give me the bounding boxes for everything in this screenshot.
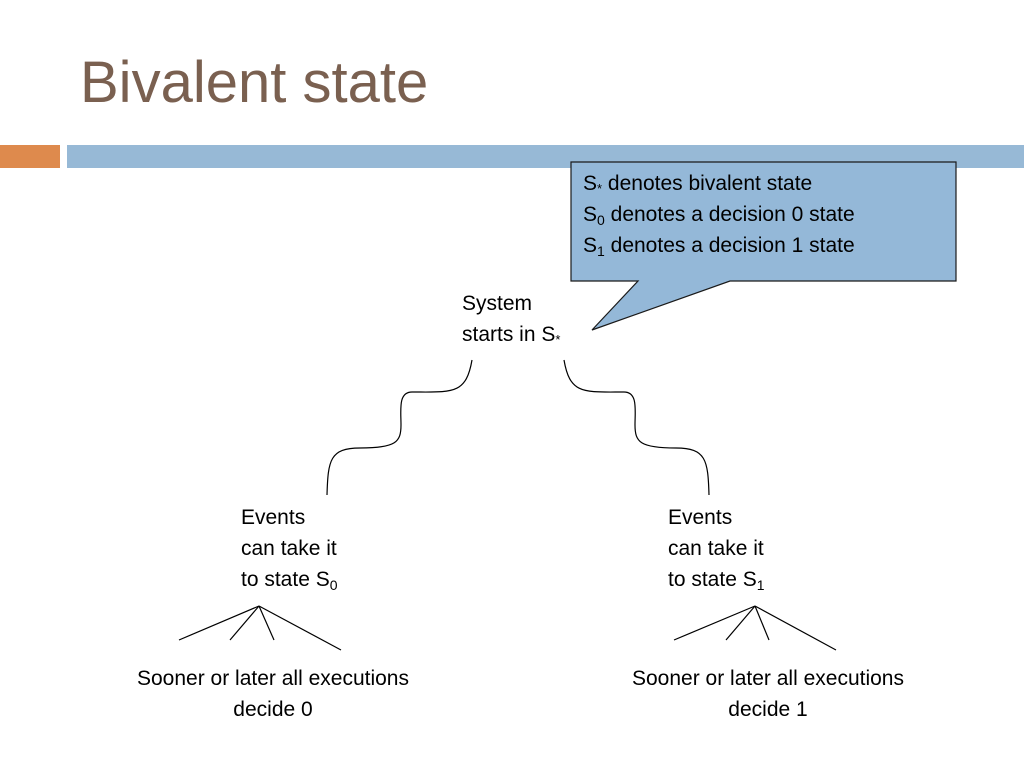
- callout-line-decision-1: S1 denotes a decision 1 state: [583, 234, 855, 259]
- right-wavy-connector: [563, 359, 710, 496]
- callout-text: S* denotes bivalent state S0 denotes a d…: [583, 168, 855, 261]
- right-outcome-label: Sooner or later all executions decide 1: [632, 667, 904, 721]
- callout-line-decision-0: S0 denotes a decision 0 state: [583, 203, 855, 228]
- start-state-label: System starts in S*: [462, 292, 561, 347]
- accent-bar-orange: [0, 145, 60, 168]
- left-outcome-label: Sooner or later all executions decide 0: [137, 667, 409, 721]
- left-branch-fan: [178, 605, 342, 651]
- right-branch-fan: [673, 605, 837, 651]
- callout-bubble: [570, 161, 957, 331]
- slide-title: Bivalent state: [80, 50, 429, 115]
- right-branch-label: Events can take it to state S1: [668, 506, 765, 593]
- callout-line-bivalent: S* denotes bivalent state: [583, 172, 813, 196]
- left-branch-label: Events can take it to state S0: [241, 506, 338, 593]
- left-wavy-connector: [326, 359, 473, 496]
